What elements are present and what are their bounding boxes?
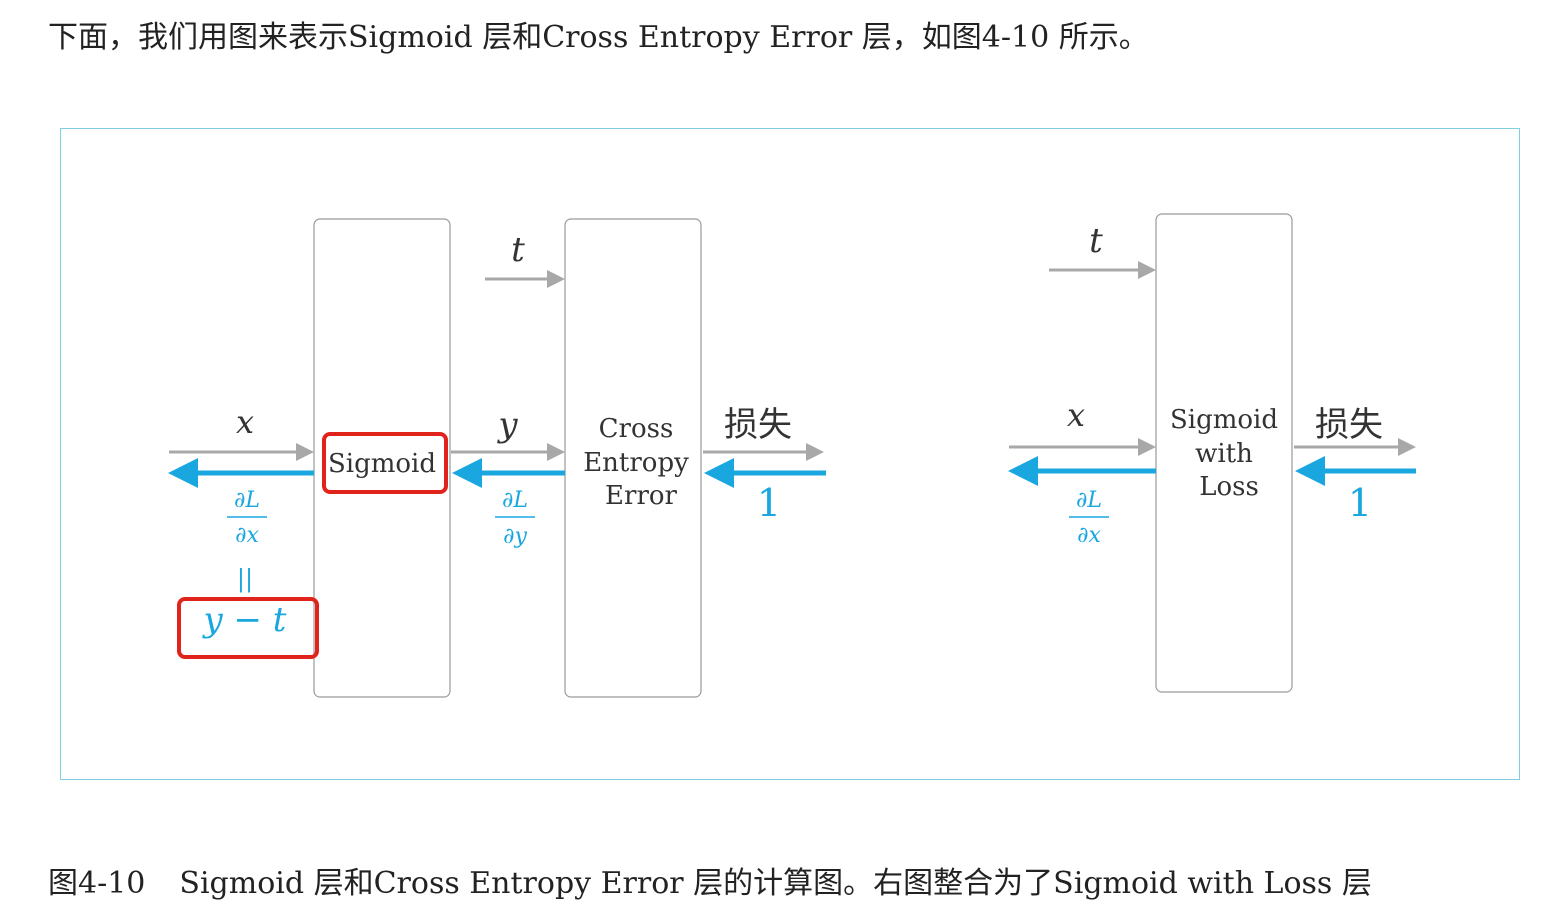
- loss-label-right: 损失: [1315, 405, 1383, 445]
- result-highlight: [177, 597, 319, 659]
- cee-label-line1: Cross: [599, 414, 674, 444]
- grad-x-denominator: ∂x: [235, 523, 259, 548]
- computational-graph: Sigmoid Cross Entropy Error x y t 损失 1 ∂…: [168, 213, 1416, 698]
- result-y-minus-t: y − t: [202, 600, 287, 640]
- one-label-right: 1: [1348, 481, 1372, 525]
- label-t-right: t: [1089, 221, 1103, 261]
- sigmoid-highlight: [322, 432, 448, 494]
- grad-x-denominator-right: ∂x: [1077, 523, 1101, 548]
- cee-label-line2: Entropy: [583, 448, 689, 478]
- left-graph: Sigmoid Cross Entropy Error x y t 损失 1 ∂…: [168, 218, 826, 698]
- right-graph: Sigmoid with Loss t x 损失 1 ∂L ∂x: [1008, 213, 1416, 693]
- sigmoid-label: Sigmoid: [328, 449, 436, 479]
- grad-x-numerator: ∂L: [234, 488, 260, 513]
- swl-label-line2: with: [1195, 439, 1253, 469]
- grad-y-denominator: ∂y: [503, 524, 527, 549]
- sigmoid-node: [313, 218, 451, 698]
- intro-paragraph: 下面，我们用图来表示Sigmoid 层和Cross Entropy Error …: [48, 20, 1149, 55]
- input-x-right: x: [1067, 396, 1085, 434]
- swl-label-line1: Sigmoid: [1170, 405, 1278, 435]
- cross-entropy-node: [564, 218, 702, 698]
- swl-label-line3: Loss: [1199, 472, 1259, 502]
- grad-x-numerator-right: ∂L: [1076, 488, 1102, 513]
- mid-y-label: y: [496, 405, 518, 445]
- label-t: t: [511, 230, 525, 270]
- cee-label-line3: Error: [605, 481, 677, 511]
- input-x-label: x: [236, 403, 254, 441]
- figure-caption: 图4-10 Sigmoid 层和Cross Entropy Error 层的计算图…: [48, 860, 1372, 908]
- caption-number: 图4-10: [48, 866, 146, 901]
- equals-sign: ||: [237, 565, 253, 594]
- one-label: 1: [757, 481, 781, 525]
- figure-frame: Sigmoid Cross Entropy Error x y t 损失 1 ∂…: [60, 128, 1520, 780]
- sigmoid-with-loss-node: [1155, 213, 1293, 693]
- grad-y-numerator: ∂L: [502, 488, 528, 513]
- caption-text: Sigmoid 层和Cross Entropy Error 层的计算图。右图整合…: [179, 866, 1372, 901]
- loss-label: 损失: [724, 405, 792, 445]
